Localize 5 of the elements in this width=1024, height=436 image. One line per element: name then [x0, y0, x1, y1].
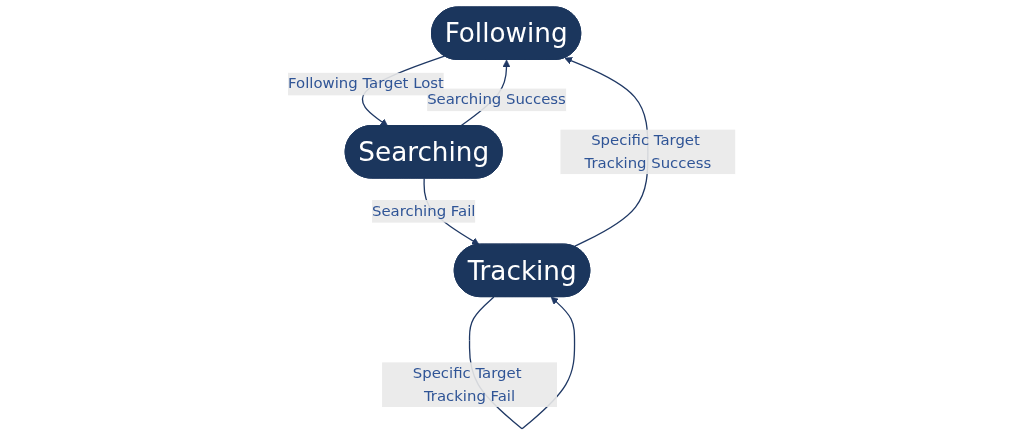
edge-label: Searching Fail	[372, 201, 476, 220]
edge-label: Specific Target Tracking Success	[584, 131, 712, 172]
edge-label: Specific Target Tracking Fail	[413, 364, 522, 404]
edge-label: Following Target Lost	[288, 74, 445, 92]
edge-label: Searching Success	[427, 90, 567, 108]
